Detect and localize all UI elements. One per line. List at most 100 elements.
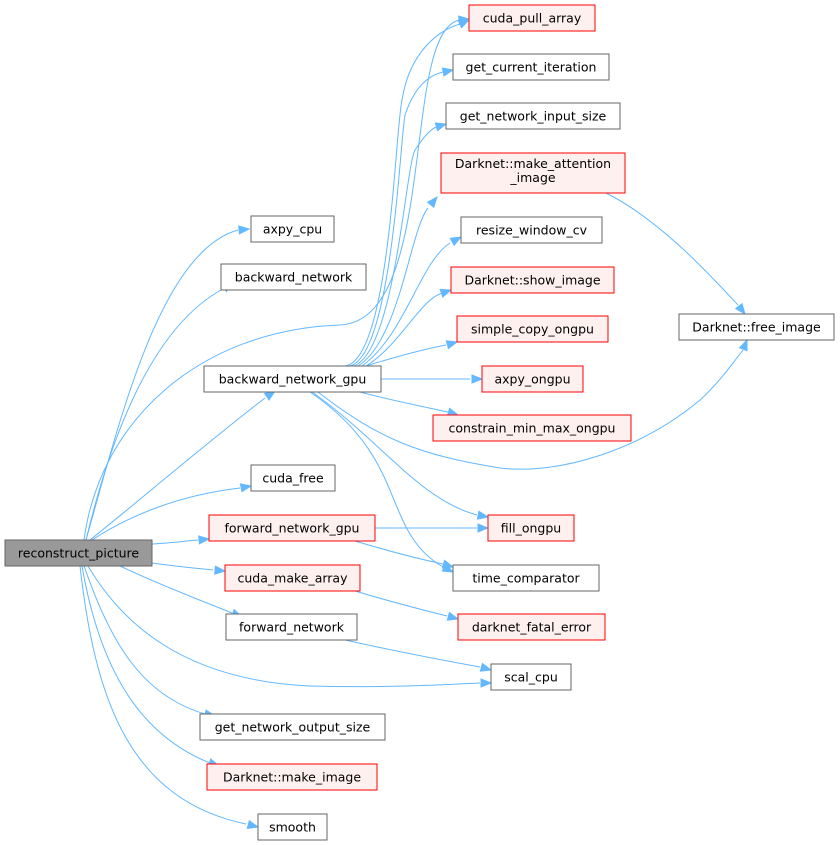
node-label: backward_network: [235, 270, 353, 285]
node-box[interactable]: [208, 514, 376, 542]
node-box[interactable]: [457, 613, 606, 641]
node-cuda-make-array[interactable]: cuda_make_array: [224, 564, 361, 592]
arrow-head-icon: [214, 565, 227, 575]
node-box[interactable]: [225, 613, 358, 641]
edge-n0-to-n23: [81, 565, 221, 768]
node-box[interactable]: [250, 464, 336, 492]
edge-line: [344, 639, 481, 668]
node-simple-copy-ongpu[interactable]: simple_copy_ongpu: [456, 315, 609, 343]
node-darknet-free-image[interactable]: Darknet::free_image: [678, 313, 835, 341]
node-backward-network[interactable]: backward_network: [220, 263, 367, 291]
node-label: fill_ongpu: [501, 521, 561, 536]
edge-n3-to-n12: [359, 391, 460, 417]
edge-line: [605, 192, 739, 306]
node-constrain-min-max-ongpu[interactable]: constrain_min_max_ongpu: [432, 414, 632, 442]
node-label: cuda_pull_array: [483, 11, 582, 26]
node-get-network-input-size[interactable]: get_network_input_size: [445, 102, 621, 130]
node-fill-ongpu[interactable]: fill_ongpu: [487, 514, 575, 542]
node-resize-window-cv[interactable]: resize_window_cv: [460, 216, 603, 244]
arrow-head-icon: [480, 678, 493, 688]
node-forward-network[interactable]: forward_network: [225, 613, 358, 641]
node-box[interactable]: [487, 514, 575, 542]
node-label: _image: [509, 170, 555, 185]
edge-line: [359, 391, 449, 413]
node-box[interactable]: [452, 564, 600, 592]
node-box[interactable]: [224, 564, 361, 592]
arrow-head-icon: [441, 67, 455, 77]
node-box[interactable]: [206, 763, 378, 791]
node-forward-network-gpu[interactable]: forward_network_gpu: [208, 514, 376, 542]
node-box[interactable]: [450, 266, 615, 294]
node-box[interactable]: [199, 713, 386, 741]
edge-n7-to-n13: [605, 192, 746, 316]
arrow-head-icon: [446, 611, 460, 621]
edge-n20-to-n21: [344, 639, 493, 672]
edge-n0-to-n18: [151, 562, 227, 575]
arrow-head-icon: [441, 559, 455, 569]
node-box[interactable]: [460, 216, 603, 244]
node-time-comparator[interactable]: time_comparator: [452, 564, 600, 592]
node-darknet-fatal-error[interactable]: darknet_fatal_error: [457, 613, 606, 641]
node-box[interactable]: [440, 152, 626, 194]
node-label: forward_network_gpu: [225, 521, 360, 536]
node-label: backward_network_gpu: [219, 372, 367, 387]
node-darknet-make-image[interactable]: Darknet::make_image: [206, 763, 378, 791]
node-cuda-free[interactable]: cuda_free: [250, 464, 336, 492]
node-box[interactable]: [250, 215, 335, 243]
node-box[interactable]: [452, 53, 610, 81]
arrow-head-icon: [426, 195, 438, 209]
arrow-head-icon: [476, 510, 490, 520]
node-box[interactable]: [468, 4, 596, 32]
edge-n3-to-n16: [311, 391, 490, 520]
node-get-network-output-size[interactable]: get_network_output_size: [199, 713, 386, 741]
edge-line: [151, 562, 214, 571]
node-box[interactable]: [445, 102, 621, 130]
node-box[interactable]: [4, 539, 153, 567]
edge-line: [119, 565, 233, 614]
edge-line: [311, 391, 478, 516]
node-box[interactable]: [257, 813, 328, 841]
node-box[interactable]: [490, 663, 572, 691]
node-backward-network-gpu[interactable]: backward_network_gpu: [203, 365, 382, 393]
arrow-head-icon: [449, 236, 463, 247]
node-box[interactable]: [220, 263, 367, 291]
edge-n0-to-n15: [151, 535, 211, 545]
edge-line: [357, 207, 429, 367]
edge-n3-to-n11: [380, 374, 484, 384]
node-scal-cpu[interactable]: scal_cpu: [490, 663, 572, 691]
node-box[interactable]: [432, 414, 632, 442]
node-get-current-iteration[interactable]: get_current_iteration: [452, 53, 610, 81]
node-reconstruct-picture[interactable]: reconstruct_picture: [4, 539, 153, 567]
edge-n0-to-n14: [91, 483, 253, 541]
node-cuda-pull-array[interactable]: cuda_pull_array: [468, 4, 596, 32]
edge-line: [354, 540, 444, 565]
edge-n18-to-n19: [354, 590, 460, 621]
edge-line: [151, 539, 199, 545]
node-label: axpy_cpu: [263, 222, 322, 237]
node-smooth[interactable]: smooth: [257, 813, 328, 841]
node-axpy-ongpu[interactable]: axpy_ongpu: [481, 365, 584, 393]
edge-n0-to-n2: [85, 282, 235, 541]
arrow-head-icon: [238, 225, 251, 235]
edge-line: [85, 229, 239, 541]
node-darknet-show-image[interactable]: Darknet::show_image: [450, 266, 615, 294]
node-label: Darknet::make_attention: [455, 156, 611, 171]
node-darknet-make-attention-image[interactable]: Darknet::make_attention_image: [440, 152, 626, 194]
edge-n3-to-n13: [317, 338, 748, 470]
node-axpy-cpu[interactable]: axpy_cpu: [250, 215, 335, 243]
edge-line: [354, 590, 448, 617]
node-box[interactable]: [456, 315, 609, 343]
node-box[interactable]: [203, 365, 382, 393]
edge-line: [91, 487, 241, 541]
node-box[interactable]: [481, 365, 584, 393]
edge-line: [317, 349, 744, 470]
node-box[interactable]: [678, 313, 835, 341]
arrow-head-icon: [445, 340, 459, 350]
edge-n3-to-n4: [344, 19, 471, 367]
arrow-head-icon: [734, 302, 746, 316]
arrow-head-icon: [738, 338, 748, 352]
node-label: get_current_iteration: [466, 60, 597, 75]
node-label: darknet_fatal_error: [472, 620, 592, 635]
edge-line: [365, 292, 443, 367]
